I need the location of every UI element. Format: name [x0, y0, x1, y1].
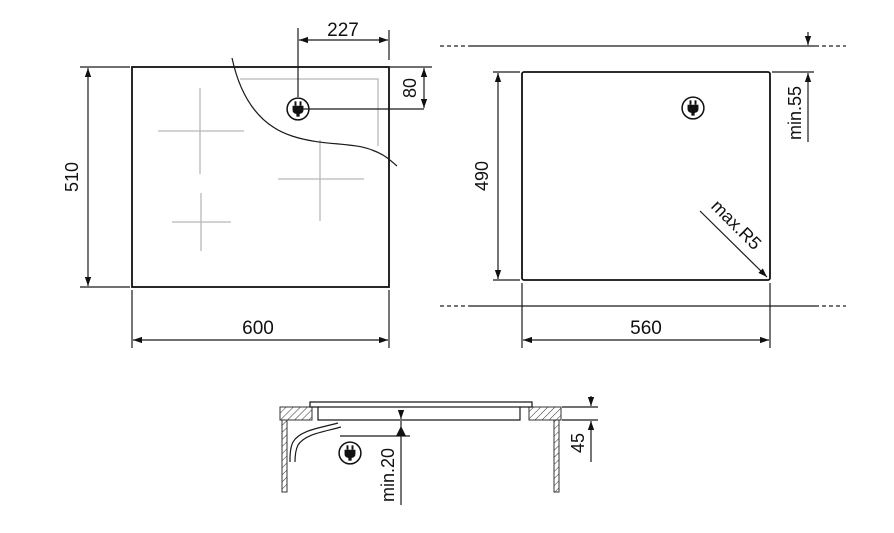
burner-marks [158, 88, 364, 251]
top-view: 227 80 510 600 [62, 20, 432, 348]
side-view: min.20 45 [279, 396, 598, 505]
dim-cutout-depth: 490 [472, 161, 492, 191]
worktop-left [279, 406, 313, 421]
worktop-right [528, 406, 562, 421]
hob-outline [131, 66, 390, 288]
break-line [231, 57, 398, 167]
dim-hob-height: 45 [568, 433, 588, 453]
power-cable [289, 422, 339, 463]
hob-body [317, 407, 521, 421]
dim-plug-offset-x: 227 [327, 20, 359, 41]
zone-outline [240, 78, 379, 146]
cabinet-wall-left [281, 419, 288, 493]
dim-min-clearance: min.20 [378, 448, 398, 502]
dim-corner-radius: max.R5 [707, 196, 765, 254]
plug-icon [338, 441, 362, 465]
cabinet-wall-right [553, 419, 560, 493]
dim-hob-depth: 510 [62, 162, 82, 192]
cutout-view: min.55 490 max.R5 560 [440, 32, 846, 348]
dim-hob-width: 600 [242, 318, 274, 339]
dim-min-edge: min.55 [785, 86, 805, 140]
hob-glass [309, 401, 533, 408]
plug-icon [681, 96, 705, 120]
cutout-outline [521, 71, 771, 281]
dim-plug-offset-y: 80 [400, 78, 420, 98]
dim-cutout-width: 560 [630, 318, 662, 339]
